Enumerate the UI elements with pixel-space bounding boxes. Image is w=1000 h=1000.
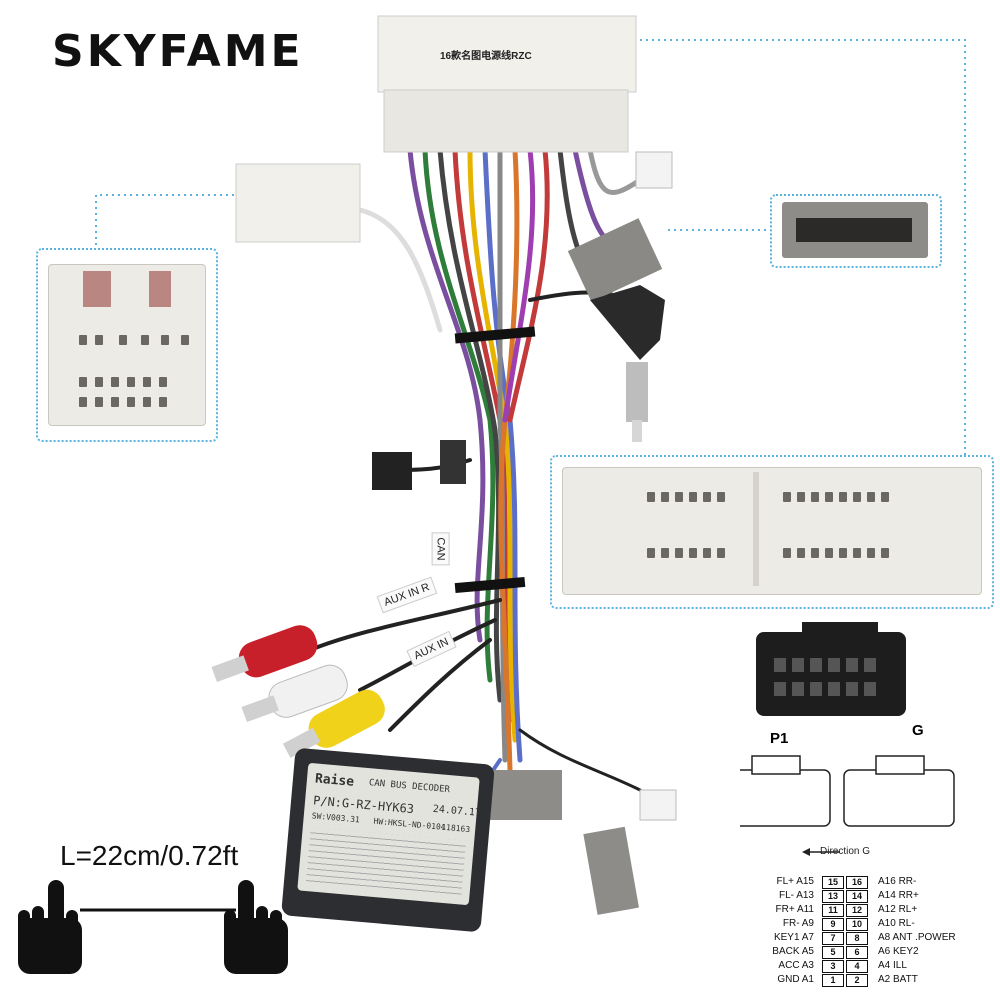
pinout-g-label: G: [912, 722, 924, 739]
pinout-left-label: ACC A3: [778, 960, 814, 971]
pinout-pin-number: 7: [822, 932, 844, 945]
length-label: L=22cm/0.72ft: [60, 840, 239, 871]
decoder-serial: 118163: [440, 822, 471, 835]
pinout-right-label: A16 RR-: [878, 876, 917, 887]
pinout-direction-label: Direction G: [820, 846, 871, 857]
pinout-pin-number: 6: [846, 946, 868, 959]
brand-logo: SKYFAME: [52, 26, 304, 77]
pinout-left-label: FR- A9: [782, 918, 814, 929]
decoder-date: 24.07.17: [432, 803, 482, 819]
decoder-fineprint: [305, 827, 467, 897]
left-connector-face: [48, 264, 206, 426]
pinout-pin-number: 13: [822, 890, 844, 903]
decoder-sw: SW:V003.31: [311, 811, 361, 825]
decoder-label: Raise CAN BUS DECODER P/N:G-RZ-HYK63 24.…: [297, 762, 482, 906]
pinout-right-label: A10 RL-: [878, 918, 915, 929]
pinout-pin-number: 8: [846, 932, 868, 945]
right-connector-callout: [770, 194, 942, 268]
bottom-connector-face: [562, 467, 982, 595]
pinout-right-label: A14 RR+: [878, 890, 919, 901]
pinout-pin-number: 11: [822, 904, 844, 917]
pinout-p1-label: P1: [770, 730, 789, 747]
pinout-pin-number: 2: [846, 974, 868, 987]
bottom-connector-callout: [550, 455, 994, 609]
tag-can: CAN: [431, 532, 450, 566]
pinout-left-label: FL- A13: [778, 890, 814, 901]
pinout-pin-number: 10: [846, 918, 868, 931]
pinout-pin-number: 14: [846, 890, 868, 903]
pinout-pin-number: 16: [846, 876, 868, 889]
pinout-pin-number: 1: [822, 974, 844, 987]
right-connector-face: [782, 202, 928, 258]
pinout-pin-number: 3: [822, 960, 844, 973]
decoder-product: CAN BUS DECODER: [368, 778, 451, 796]
length-indicator: [18, 880, 288, 974]
connector-key: [149, 271, 171, 307]
pinout-connector-drawings: [740, 622, 955, 856]
pinout-left-label: BACK A5: [772, 946, 814, 957]
connector-label: 16款名图电源线RZC: [440, 51, 532, 62]
pinout-left-label: KEY1 A7: [773, 932, 814, 943]
pinout-left-label: FL+ A15: [776, 876, 814, 887]
connector-key: [83, 271, 111, 307]
pointing-hand-icon: [18, 880, 82, 974]
pinout-pin-number: 9: [822, 918, 844, 931]
pinout-pin-number: 4: [846, 960, 868, 973]
pinout-left-label: GND A1: [777, 974, 814, 985]
pinout-right-label: A12 RL+: [878, 904, 918, 915]
right-connector-socket: [796, 218, 912, 242]
decoder-maker: Raise: [314, 771, 355, 790]
left-connector-callout: [36, 248, 218, 442]
pointing-hand-icon: [224, 880, 288, 974]
pinout-right-label: A6 KEY2: [878, 946, 919, 957]
pinout-pin-number: 15: [822, 876, 844, 889]
pinout-left-label: FR+ A11: [775, 904, 814, 915]
pinout-right-label: A8 ANT .POWER: [878, 932, 956, 943]
pinout-pin-number: 5: [822, 946, 844, 959]
pinout-pin-number: 12: [846, 904, 868, 917]
pinout-right-label: A2 BATT: [878, 974, 918, 985]
decoder-hw: HW:HKSL-ND-0104: [373, 816, 446, 832]
pinout-right-label: A4 ILL: [878, 960, 907, 971]
